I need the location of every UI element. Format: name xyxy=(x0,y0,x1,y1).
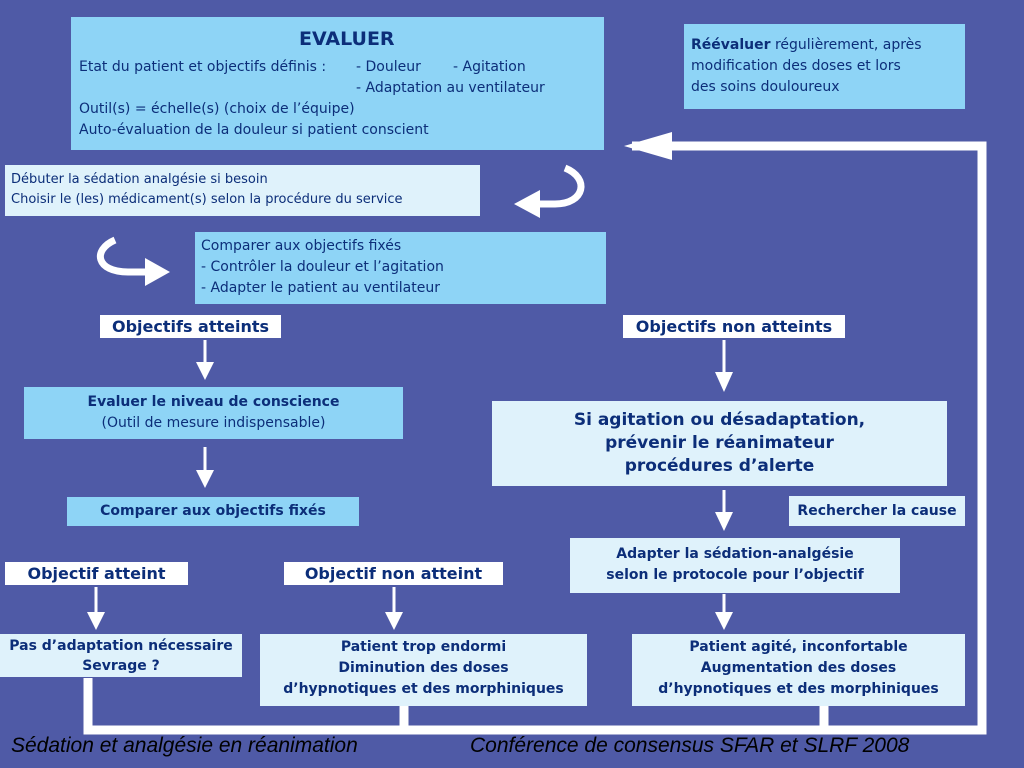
evaluate-title: EVALUER xyxy=(299,28,395,50)
alert-line3: procédures d’alerte xyxy=(624,456,815,476)
too-asleep-line3: d’hypnotiques et des morphiniques xyxy=(283,681,564,697)
too-asleep-line1: Patient trop endormi xyxy=(340,639,507,655)
evaluate-item-ventilator: - Adaptation au ventilateur xyxy=(356,80,545,96)
compare-objectives-box-2: Comparer aux objectifs fixés xyxy=(67,497,359,526)
consciousness-sub: (Outil de mesure indispensable) xyxy=(101,415,326,431)
adapt-sedation-box: Adapter la sédation-analgésie selon le p… xyxy=(570,538,900,593)
label-objectives-met: Objectifs atteints xyxy=(100,315,281,338)
label-objective-met: Objectif atteint xyxy=(5,562,188,585)
too-asleep-box: Patient trop endormi Diminution des dose… xyxy=(260,634,587,706)
too-asleep-line2: Diminution des doses xyxy=(338,660,509,676)
footer-left-caption: Sédation et analgésie en réanimation xyxy=(11,734,358,757)
start-line1: Débuter la sédation analgésie si besoin xyxy=(11,172,268,187)
start-line2: Choisir le (les) médicament(s) selon la … xyxy=(11,192,403,207)
consciousness-box: Evaluer le niveau de conscience (Outil d… xyxy=(24,387,403,439)
compare1-line3: - Adapter le patient au ventilateur xyxy=(201,280,440,296)
reevaluate-line3: des soins douloureux xyxy=(691,79,840,95)
agitated-line2: Augmentation des doses xyxy=(700,660,897,676)
evaluate-state-label: Etat du patient et objectifs définis : xyxy=(79,59,327,75)
agitated-box: Patient agité, inconfortable Augmentatio… xyxy=(632,634,965,706)
compare1-line1: Comparer aux objectifs fixés xyxy=(201,238,402,254)
evaluate-tool: Outil(s) = échelle(s) (choix de l’équipe… xyxy=(79,101,355,117)
label-objective-not-met: Objectif non atteint xyxy=(284,562,503,585)
reevaluate-box: Réévaluer régulièrement, après modificat… xyxy=(684,24,965,109)
evaluate-item-pain: - Douleur xyxy=(356,59,421,75)
evaluate-self-eval: Auto-évaluation de la douleur si patient… xyxy=(79,122,429,138)
no-adaptation-box: Pas d’adaptation nécessaire Sevrage ? xyxy=(0,634,242,677)
curved-arrow-right-head xyxy=(145,258,170,286)
compare-objectives-box: Comparer aux objectifs fixés - Contrôler… xyxy=(195,232,606,304)
curved-arrow-right-icon xyxy=(96,236,146,276)
alert-line2: prévenir le réanimateur xyxy=(605,433,834,453)
evaluate-box: EVALUER Etat du patient et objectifs déf… xyxy=(71,17,604,150)
adapt-line2: selon le protocole pour l’objectif xyxy=(606,567,864,583)
adapt-line1: Adapter la sédation-analgésie xyxy=(616,546,854,562)
alert-line1: Si agitation ou désadaptation, xyxy=(573,410,866,430)
start-sedation-box: Débuter la sédation analgésie si besoin … xyxy=(5,165,480,216)
compare1-line2: - Contrôler la douleur et l’agitation xyxy=(201,259,444,275)
alert-box: Si agitation ou désadaptation, prévenir … xyxy=(492,401,947,486)
agitated-line1: Patient agité, inconfortable xyxy=(689,639,908,655)
feedback-loop-arrowhead xyxy=(624,132,672,160)
no-adapt-line1: Pas d’adaptation nécessaire xyxy=(9,638,233,654)
footer-right-caption: Conférence de consensus SFAR et SLRF 200… xyxy=(470,734,910,757)
label-objectives-not-met: Objectifs non atteints xyxy=(623,315,845,338)
reevaluate-line2: modification des doses et lors xyxy=(691,58,901,74)
consciousness-title: Evaluer le niveau de conscience xyxy=(87,394,340,410)
feedback-loop-line xyxy=(83,141,987,735)
agitated-line3: d’hypnotiques et des morphiniques xyxy=(658,681,939,697)
no-adapt-line2: Sevrage ? xyxy=(82,658,160,674)
find-cause-box: Rechercher la cause xyxy=(789,496,965,526)
reevaluate-bold: Réévaluer xyxy=(691,37,771,53)
reevaluate-line1-rest: régulièrement, après xyxy=(770,37,922,53)
evaluate-item-agitation: - Agitation xyxy=(453,59,526,75)
reevaluate-line1: Réévaluer régulièrement, après xyxy=(691,35,965,56)
curved-arrow-left-head xyxy=(514,190,540,218)
curved-arrow-left-icon xyxy=(536,164,585,208)
